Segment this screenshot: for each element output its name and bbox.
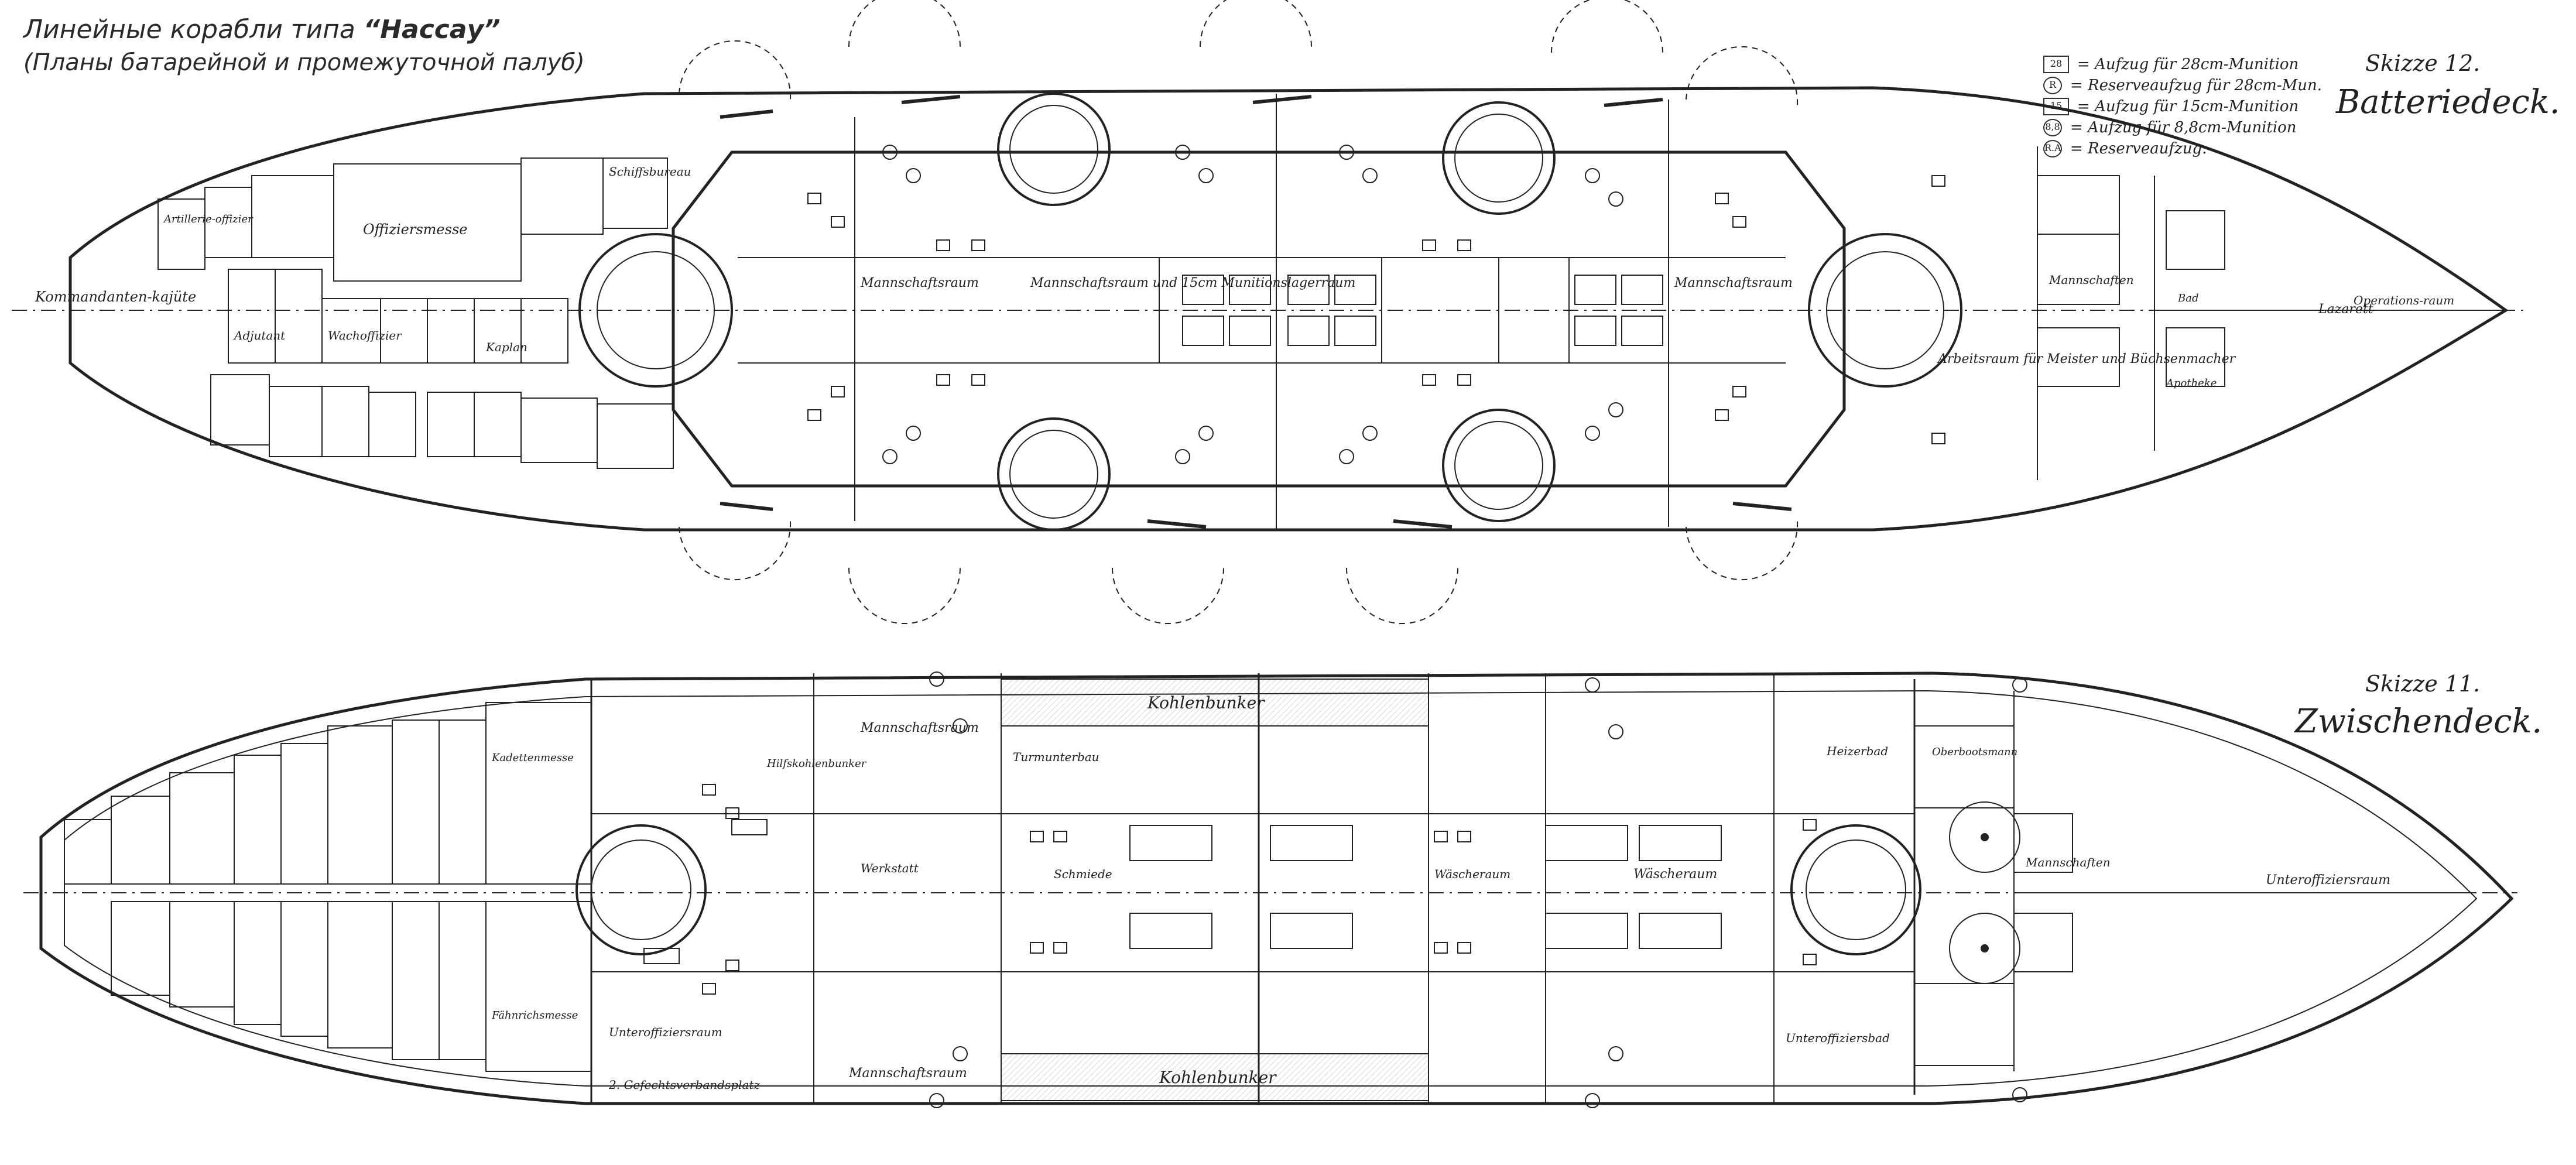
room-label: Schiffsbureau xyxy=(609,165,691,179)
room-label: Mannschaften xyxy=(2049,273,2134,287)
room-label: 2. Gefechtsverbandsplatz xyxy=(608,1078,760,1092)
room-label: Unteroffiziersbad xyxy=(1786,1031,1890,1045)
intermediate-hull-outline xyxy=(39,671,2514,1105)
room-label: Mannschaftsraum xyxy=(860,721,979,735)
legend-symbol: R.A xyxy=(2043,140,2062,157)
room-label: Kadettenmesse xyxy=(491,752,574,764)
room-label: Mannschaftsraum xyxy=(848,1066,967,1081)
legend-item: R = Reserveaufzug für 28cm-Mun. xyxy=(2043,75,2322,96)
legend-item: R.A = Reserveaufzug. xyxy=(2043,138,2322,159)
room-label: Heizerbad xyxy=(1826,744,1888,758)
battery-gun-arcs xyxy=(679,0,1799,624)
page-subtitle: (Планы батарейной и промежуточной палуб) xyxy=(23,49,585,76)
intermediate-trunk-1 xyxy=(1949,801,2020,873)
intermediate-inner-outline xyxy=(64,690,2478,1087)
intermediate-sketch-label: Skizze 11. xyxy=(2365,671,2481,697)
battery-deck-plan xyxy=(12,0,2529,624)
battery-turret-wing-3 xyxy=(1442,101,1556,215)
battery-turret-wing-2 xyxy=(997,417,1111,531)
room-label: Schmiede xyxy=(1054,867,1112,881)
room-label: Kohlenbunker xyxy=(1159,1068,1277,1087)
intermediate-center-rooms xyxy=(643,819,1722,964)
intermediate-bow-rooms xyxy=(1914,725,2476,1066)
kohlenbunker-port xyxy=(1001,679,1429,727)
intermediate-reserve-markers xyxy=(929,671,2027,1108)
legend-symbol: R xyxy=(2043,77,2062,94)
header: Линейные корабли типа “Нассау” (Планы ба… xyxy=(23,13,585,78)
room-label: Werkstatt xyxy=(861,861,919,875)
room-label: Offiziersmesse xyxy=(363,221,467,238)
legend-text: = Aufzug für 28cm-Munition xyxy=(2077,56,2299,73)
legend-text: = Reserveaufzug für 28cm-Mun. xyxy=(2070,77,2322,94)
room-label: Adjutant xyxy=(233,328,286,342)
legend-text: = Aufzug für 8,8cm-Munition xyxy=(2070,119,2297,136)
room-label: Artillerie-offizier xyxy=(163,213,254,225)
room-label: Kommandanten-kajüte xyxy=(35,289,196,305)
page-title: Линейные корабли типа “Нассау” xyxy=(23,15,501,44)
room-label: Kohlenbunker xyxy=(1147,693,1265,712)
intermediate-room-labels: Kohlenbunker Kohlenbunker Mannschaftsrau… xyxy=(491,693,2390,1092)
room-label: Unteroffiziersraum xyxy=(2266,873,2390,888)
battery-hoist-markers xyxy=(807,175,1945,444)
battery-bow-rooms xyxy=(2037,175,2506,387)
legend-symbol: 28 xyxy=(2043,56,2069,73)
battery-aft-cabins xyxy=(157,157,674,469)
legend: 28 = Aufzug für 28cm-Munition R = Reservea… xyxy=(2043,54,2322,159)
battery-reserve-markers xyxy=(882,145,1623,464)
battery-hull-outline xyxy=(68,86,2509,532)
battery-turret-wing-4 xyxy=(1442,409,1556,522)
intermediate-deck-plan xyxy=(23,671,2517,1105)
room-label: Wäscheraum xyxy=(1434,867,1510,881)
legend-text: = Reserveaufzug. xyxy=(2070,140,2207,157)
legend-symbol: 8,8 xyxy=(2043,119,2062,136)
battery-inner-outline xyxy=(672,150,1846,488)
battery-room-labels: Kommandanten-kajüte Offiziersmesse Schif… xyxy=(35,165,2454,389)
intermediate-hoist-markers xyxy=(702,784,1817,995)
room-label: Kaplan xyxy=(485,340,527,354)
battery-turret-wing-1 xyxy=(997,92,1111,206)
battery-sketch-label: Skizze 12. xyxy=(2365,50,2481,76)
legend-item: 15= Aufzug für 15cm-Munition xyxy=(2043,96,2322,117)
battery-deck-title: Batteriedeck. xyxy=(2336,83,2560,121)
room-label: Turmunterbau xyxy=(1013,750,1099,764)
room-label: Bad xyxy=(2177,292,2198,304)
kohlenbunker-stbd xyxy=(1001,1053,1429,1101)
legend-text: = Aufzug für 15cm-Munition xyxy=(2077,98,2299,115)
room-label: Operations-raum xyxy=(2354,293,2454,307)
intermediate-turret-aft xyxy=(576,824,707,955)
room-label: Mannschaften xyxy=(2025,855,2111,869)
legend-item: 28 = Aufzug für 28cm-Munition xyxy=(2043,54,2322,75)
legend-item: 8,8 = Aufzug für 8,8cm-Munition xyxy=(2043,117,2322,138)
room-label: Hilfskohlenbunker xyxy=(766,758,867,770)
battery-gun-barrels xyxy=(720,95,1792,529)
intermediate-trunk-2 xyxy=(1949,913,2020,984)
room-label: Mannschaftsraum xyxy=(860,276,979,290)
battery-turret-fore xyxy=(1808,233,1962,388)
room-label: Unteroffiziersraum xyxy=(609,1025,722,1039)
room-label: Mannschaftsraum und 15cm Munitionslagerr… xyxy=(1030,276,1355,290)
room-label: Arbeitsraum für Meister und Büchsenmache… xyxy=(1937,352,2236,366)
room-label: Lazarett xyxy=(2318,302,2373,317)
intermediate-deck-title: Zwischendeck. xyxy=(2295,703,2543,741)
room-label: Wachoffizier xyxy=(328,328,402,342)
battery-center-rooms xyxy=(1159,257,1669,364)
room-label: Fähnrichsmesse xyxy=(491,1009,578,1022)
room-label: Wäscheraum xyxy=(1633,867,1717,882)
room-label: Oberbootsmann xyxy=(1932,746,2017,758)
intermediate-turret-fore xyxy=(1790,824,1921,955)
room-label: Apotheke xyxy=(2165,377,2217,389)
battery-turret-aft xyxy=(578,233,733,388)
room-label: Mannschaftsraum xyxy=(1674,276,1793,290)
intermediate-aft-cabins xyxy=(64,702,592,1072)
